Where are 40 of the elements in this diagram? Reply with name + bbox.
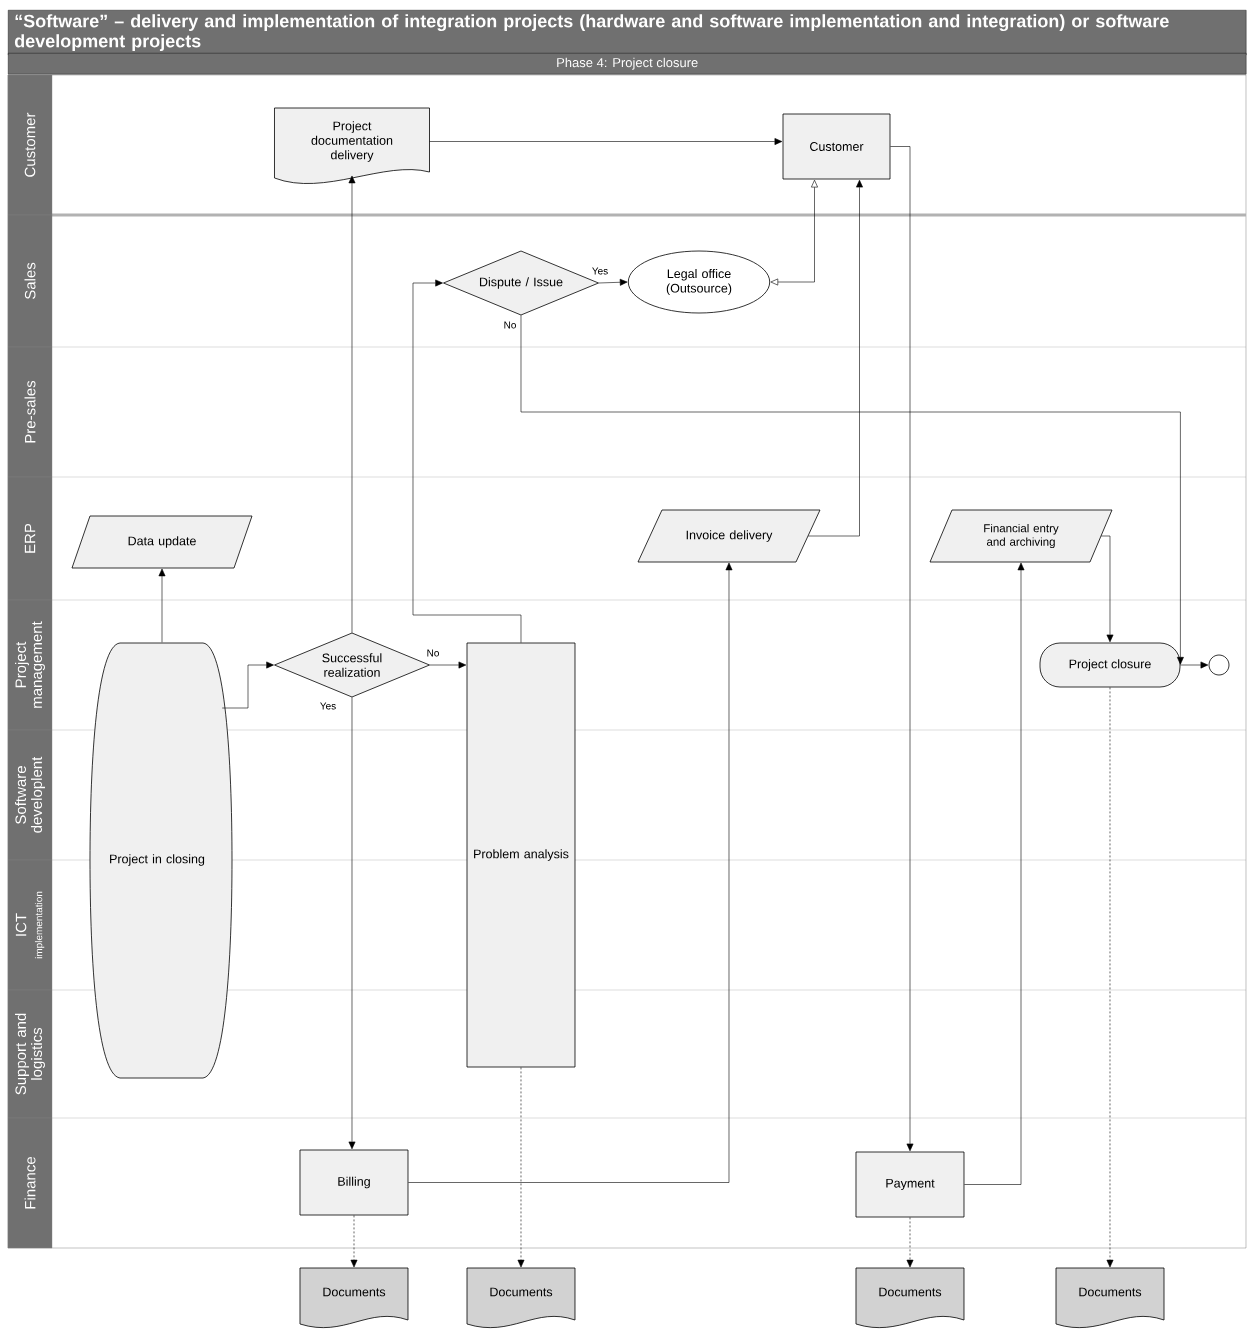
end-circle [1208, 654, 1230, 676]
lane-header: ERP [7, 476, 53, 601]
arrow [1106, 687, 1114, 1268]
process-box: Problem analysis [466, 642, 576, 1068]
arrow [807, 179, 863, 537]
lane-header: Project management [7, 599, 53, 731]
process-box: Customer [782, 113, 891, 180]
arrow [890, 146, 914, 1152]
lane-header: Sales [7, 214, 53, 348]
lane-header: Software developlent [7, 729, 53, 861]
data-parallelogram: Invoice delivery [637, 509, 821, 563]
process-box: Payment [855, 1151, 965, 1218]
arrow [906, 1217, 914, 1268]
arrow [350, 1215, 358, 1268]
lane-header: Support and logistics [7, 989, 53, 1119]
arrow [598, 278, 628, 286]
edge-label: Yes [318, 701, 338, 711]
data-parallelogram: Financial entry and archiving [929, 509, 1113, 563]
arrow [964, 562, 1025, 1185]
arrow [429, 138, 783, 145]
arrow [158, 568, 166, 643]
arrow [412, 279, 522, 643]
process-box: Billing [299, 1149, 409, 1216]
arrow [1100, 535, 1114, 643]
lane-header: Customer [7, 74, 53, 216]
arrow [408, 562, 733, 1183]
data-parallelogram: Data update [71, 515, 253, 569]
arrow [221, 661, 274, 709]
arrow [770, 179, 818, 286]
arrow [348, 175, 356, 634]
lane-header: Finance [7, 1117, 53, 1249]
arrow [348, 696, 356, 1150]
lane-header: Pre-sales [7, 346, 53, 478]
arrow [429, 661, 467, 669]
rounded-box: Project closure [1039, 642, 1181, 688]
edge-label: No [502, 320, 518, 330]
arrow [520, 314, 1184, 665]
arrow [1180, 661, 1209, 669]
arrow [517, 1067, 525, 1268]
lane-header: ICT implementation [7, 859, 53, 991]
